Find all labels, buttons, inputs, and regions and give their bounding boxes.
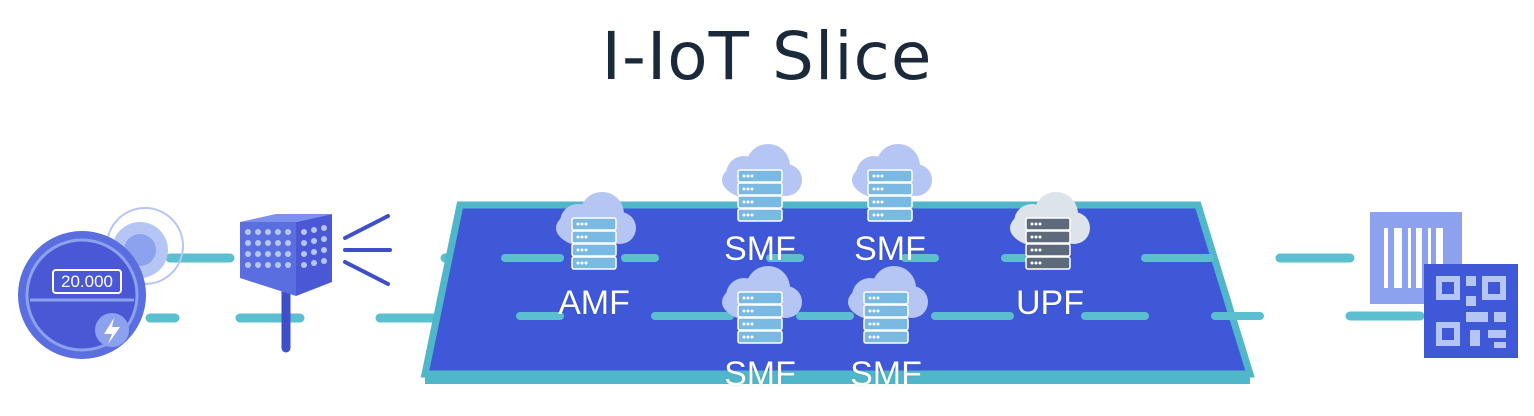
link-lines xyxy=(145,253,1425,323)
nf-label-smf: SMF xyxy=(724,355,796,393)
nf-label-smf: SMF xyxy=(854,230,926,268)
nf-label-smf: SMF xyxy=(850,355,922,393)
slice-platform xyxy=(420,201,1264,384)
qr-code-icon xyxy=(1424,264,1518,358)
sensor-icon xyxy=(240,214,392,353)
page-title: I-IoT Slice xyxy=(601,18,933,95)
meter-reading: 20.000 xyxy=(52,269,122,294)
smart-meter-icon xyxy=(18,207,184,359)
nf-label-amf: AMF xyxy=(558,284,630,322)
nf-label-upf: UPF xyxy=(1016,284,1084,322)
nf-label-smf: SMF xyxy=(724,230,796,268)
